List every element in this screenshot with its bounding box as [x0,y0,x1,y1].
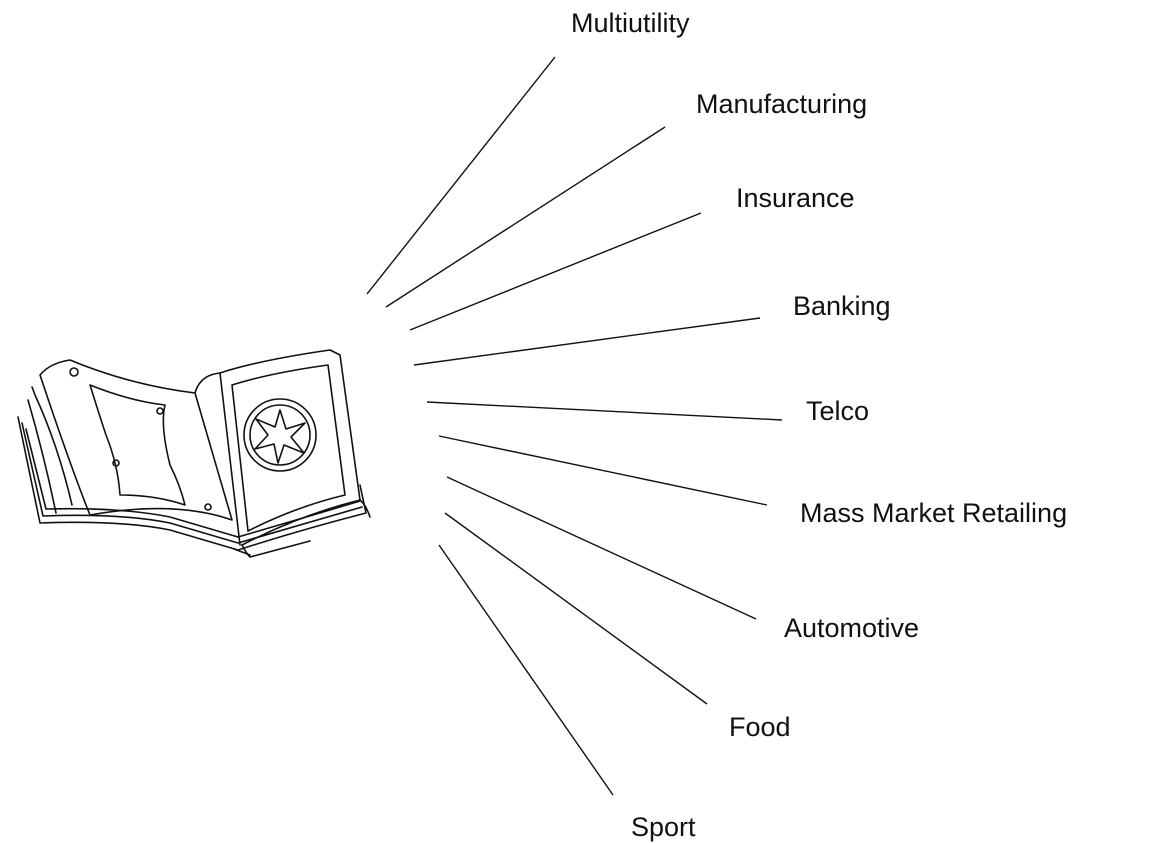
label-multiutility: Multiutility [571,8,690,38]
connector-line-multiutility [366,56,556,295]
label-automotive: Automotive [784,613,920,643]
label-manufacturing: Manufacturing [696,89,868,119]
label-sport: Sport [631,812,696,842]
connector-line-insurance [409,212,702,331]
label-insurance: Insurance [736,183,855,213]
connector-line-automotive [446,476,757,620]
connector-line-sport [438,544,614,796]
label-banking: Banking [793,291,891,321]
connector-line-telco [426,401,783,421]
label-telco: Telco [806,396,870,426]
connector-line-food [444,512,708,705]
connector-line-banking [413,317,761,366]
connector-line-mass-market-retailing [438,435,768,506]
label-food: Food [729,712,791,742]
label-mass-market-retailing: Mass Market Retailing [800,498,1068,528]
connector-line-manufacturing [385,126,666,308]
open-book-icon [17,349,371,558]
